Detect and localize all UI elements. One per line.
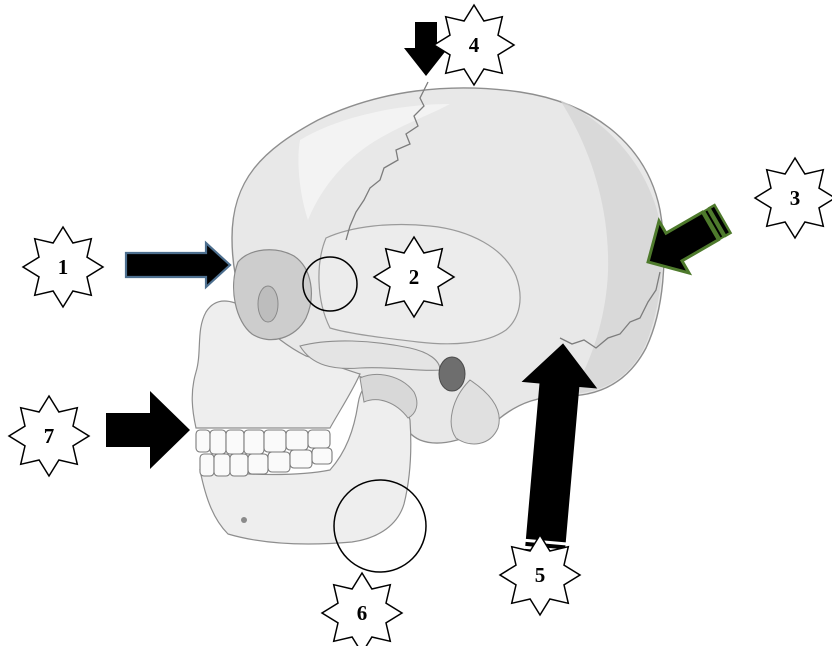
- badge-5: 5: [500, 535, 580, 615]
- badge-number: 6: [357, 601, 368, 625]
- badge-number: 4: [469, 33, 480, 57]
- badge-number: 3: [790, 186, 801, 210]
- badge-number: 2: [409, 265, 420, 289]
- teeth: [196, 430, 332, 476]
- mental-foramen: [241, 517, 247, 523]
- badge-3: 3: [755, 158, 832, 238]
- badge-1: 1: [23, 227, 103, 307]
- badge-2: 2: [374, 237, 454, 317]
- optic-opening: [258, 286, 278, 322]
- ear-canal: [439, 357, 465, 391]
- arrow-7-thick-arrow-icon: [106, 391, 190, 469]
- badge-6: 6: [322, 573, 402, 646]
- badge-number: 1: [58, 255, 69, 279]
- badge-number: 7: [44, 424, 55, 448]
- arrow-1-thick-arrow-icon: [126, 243, 230, 287]
- badge-number: 5: [535, 563, 546, 587]
- skull-illustration: [192, 82, 664, 544]
- badge-7: 7: [9, 396, 89, 476]
- badge-4: 4: [434, 5, 514, 85]
